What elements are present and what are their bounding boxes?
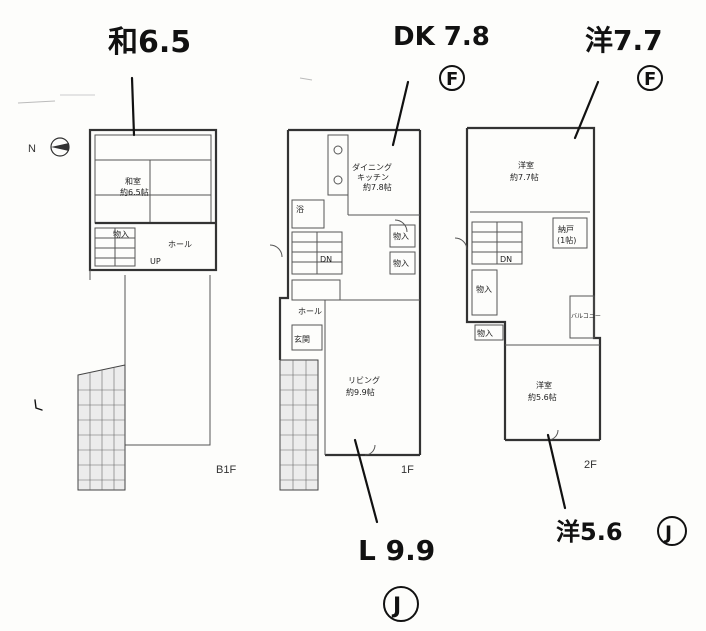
yo56-annotation: 洋5.6	[556, 518, 623, 546]
svg-text:F: F	[644, 69, 656, 90]
b1f-plan: 和室 約6.5帖 物入 ホール UP B1F	[77, 128, 236, 491]
f1-storage-label-1: 物入	[393, 231, 409, 241]
living-size: 約9.9帖	[346, 387, 375, 397]
yoshitsu-b-size: 約5.6帖	[528, 392, 557, 402]
f2-dn-label: DN	[500, 255, 512, 264]
f1-hall-label: ホール	[298, 307, 322, 316]
dining-label: ダイニング	[352, 162, 392, 172]
yo56-grade-badge: J	[657, 516, 687, 546]
b1f-up-label: UP	[150, 257, 161, 266]
b1f-annotation: 和6.5	[108, 25, 191, 60]
dining-size: 約7.8帖	[363, 182, 392, 192]
balcony-label: バルコニー	[571, 313, 601, 320]
f2-floor-label: 2F	[584, 459, 597, 471]
svg-text:J: J	[663, 522, 672, 544]
svg-text:J: J	[391, 594, 401, 619]
f2-plan: 洋室 約7.7帖 納戸 (1帖) DN 物入 物入 バルコニー 洋室 約5.6帖…	[454, 126, 602, 471]
svg-text:F: F	[446, 69, 458, 90]
yo77-pointer	[573, 80, 600, 140]
dk-annotation: DK 7.8	[393, 22, 490, 52]
yoshitsu-a-label: 洋室	[518, 160, 534, 170]
f1-bath-label: 浴	[296, 204, 304, 214]
compass-icon: N	[28, 137, 70, 157]
f1-plan: ダイニング キッチン 約7.8帖 浴 物入 物入 DN ホール 玄関 リビング …	[269, 128, 422, 491]
f1-storage-label-2: 物入	[393, 258, 409, 268]
living-label: リビング	[348, 375, 380, 385]
f1-hatch	[279, 359, 319, 491]
yoshitsu-b-label: 洋室	[536, 380, 552, 390]
f1-dn-label: DN	[320, 255, 332, 264]
stray-mark	[34, 399, 43, 411]
closet-size: (1帖)	[557, 235, 576, 245]
yo56-pointer	[546, 433, 567, 510]
b1f-floor-label: B1F	[216, 464, 236, 476]
entrance-label: 玄関	[294, 334, 310, 344]
yo77-grade-badge: F	[637, 65, 663, 91]
f2-storage-label: 物入	[476, 284, 492, 294]
b1f-pointer	[130, 76, 136, 137]
b1f-hall-label: ホール	[168, 240, 192, 249]
b1f-storage-label: 物入	[113, 229, 129, 239]
closet-label: 納戸	[558, 224, 574, 234]
kitchen-label: キッチン	[357, 173, 389, 182]
washitsu-size: 約6.5帖	[120, 187, 149, 197]
scan-mark	[17, 100, 56, 104]
living-pointer	[353, 438, 379, 524]
compass-label: N	[28, 143, 36, 155]
dk-grade-badge: F	[439, 65, 465, 91]
b1f-hatch	[77, 364, 126, 491]
yo77-annotation: 洋7.7	[585, 24, 663, 57]
scan-mark	[299, 77, 313, 81]
dk-pointer	[391, 80, 410, 147]
living-grade-badge: J	[383, 586, 419, 622]
handwritten-annotations: 和6.5 DK 7.8 F 洋7.7 F L 9.9 J 洋5.6 J	[34, 22, 687, 622]
f1-floor-label: 1F	[401, 464, 414, 476]
f2-storage-label-2: 物入	[477, 328, 493, 338]
yoshitsu-a-size: 約7.7帖	[510, 172, 539, 182]
washitsu-label: 和室	[125, 176, 141, 186]
living-annotation: L 9.9	[358, 534, 435, 567]
